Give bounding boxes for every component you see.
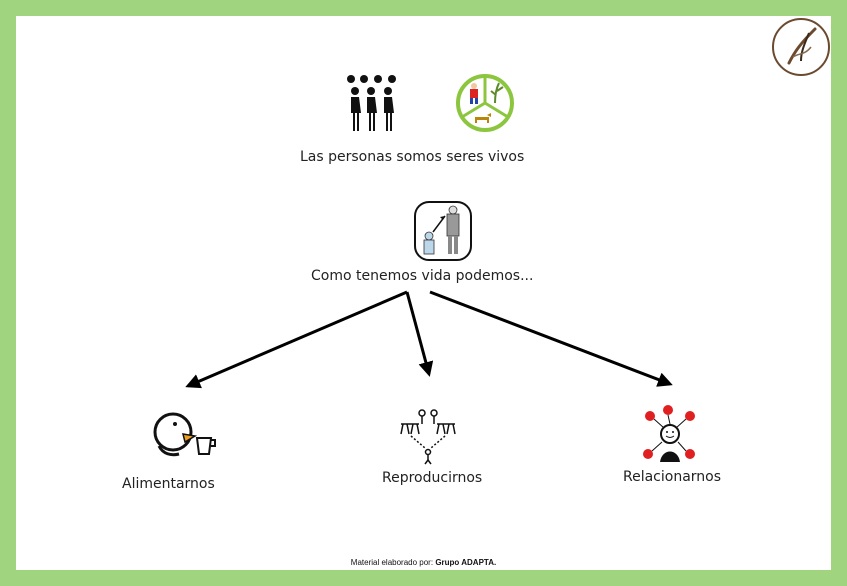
eating-icon: [153, 412, 216, 457]
family-tree-icon: [400, 409, 456, 465]
group-of-people-icon: [347, 75, 396, 131]
signature-logo-icon: [772, 18, 830, 76]
arrow-to-relacionarnos: [429, 290, 673, 387]
credits-prefix: Material elaborado por:: [350, 558, 434, 567]
left-node-label: Alimentarnos: [122, 476, 215, 492]
arrow-to-reproducirnos: [405, 291, 434, 377]
grow-old-icon: [414, 201, 472, 261]
credits-author: Grupo ADAPTA.: [435, 558, 497, 567]
center-node-label: Reproducirnos: [382, 470, 483, 486]
relationships-icon: [643, 405, 695, 462]
right-node-label: Relacionarnos: [623, 469, 722, 485]
credits-footer: Material elaborado por: Grupo ADAPTA.: [0, 558, 847, 567]
middle-node-label: Como tenemos vida podemos...: [311, 268, 534, 284]
top-node-label: Las personas somos seres vivos: [300, 149, 525, 165]
living-beings-circle-icon: [456, 74, 514, 132]
arrow-to-alimentarnos: [185, 290, 408, 389]
worksheet-page: [16, 16, 831, 570]
